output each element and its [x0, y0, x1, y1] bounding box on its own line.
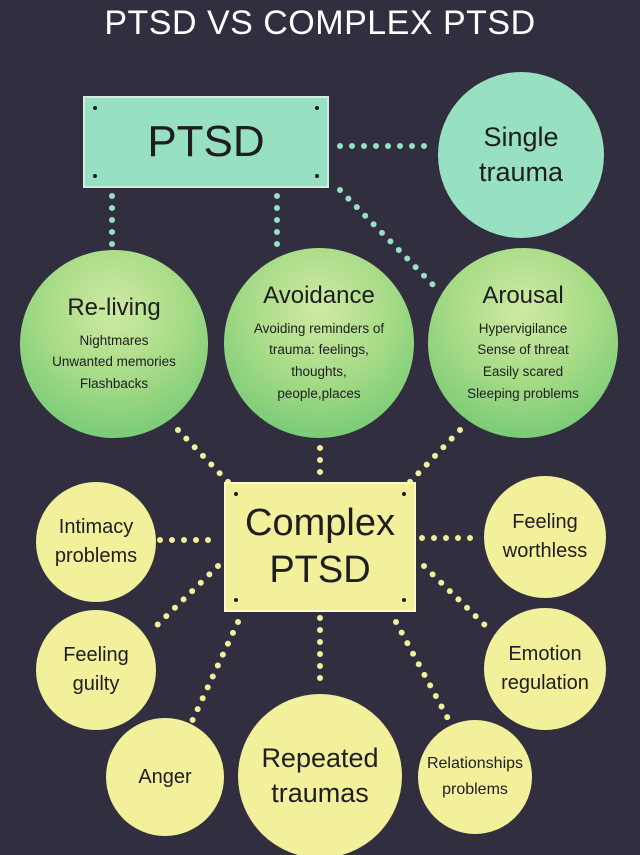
corner-dot	[93, 106, 97, 110]
worthless-line-2: worthless	[502, 540, 588, 562]
ptsd-label: PTSD	[147, 116, 265, 166]
avoidance-circle: Avoidance Avoiding reminders of trauma: …	[224, 248, 414, 438]
corner-dot	[93, 174, 97, 178]
feeling-worthless-circle: Feeling worthless	[484, 476, 606, 598]
corner-dot	[402, 492, 406, 496]
connector-complex-guilty	[147, 563, 221, 635]
connector-complex-emotion	[421, 563, 495, 635]
intimacy-problems-circle: Intimacy problems	[36, 482, 156, 602]
arousal-circle: Arousal Hypervigilance Sense of threat E…	[428, 248, 618, 438]
connector-arousal-complex	[405, 427, 463, 487]
connector-complex-relationships	[393, 619, 455, 729]
corner-dot	[234, 598, 238, 602]
reliving-detail-line: Nightmares	[79, 332, 149, 348]
relationships-problems-circle: Relationships problems	[418, 720, 532, 834]
repeated-line-1: Repeated	[261, 742, 379, 773]
avoidance-detail-line: thoughts,	[291, 364, 347, 379]
corner-dot	[315, 106, 319, 110]
relationships-line-2: problems	[442, 781, 508, 798]
single-trauma-line-2: trauma	[478, 157, 564, 187]
emotion-line-1: Emotion	[508, 643, 582, 665]
worthless-line-1: Feeling	[512, 511, 578, 533]
anger-label: Anger	[138, 765, 192, 788]
emotion-regulation-circle: Emotion regulation	[484, 608, 606, 730]
avoidance-detail-line: trauma: feelings,	[269, 342, 369, 358]
anger-circle: Anger	[106, 718, 224, 836]
complex-ptsd-line-1: Complex	[245, 501, 395, 544]
guilty-line-1: Feeling	[63, 644, 129, 666]
connector-complex-anger	[185, 619, 241, 733]
connector-ptsd-arousal	[337, 187, 443, 295]
corner-dot	[402, 598, 406, 602]
reliving-detail-line: Unwanted memories	[52, 354, 176, 370]
single-trauma-circle: Single trauma	[438, 72, 604, 238]
guilty-line-2: guilty	[72, 673, 120, 695]
arousal-detail-line: Sleeping problems	[467, 385, 579, 401]
arousal-detail-line: Hypervigilance	[478, 320, 568, 336]
complex-ptsd-box: Complex PTSD	[224, 482, 416, 612]
ptsd-box: PTSD	[83, 96, 329, 188]
repeated-line-2: traumas	[271, 778, 369, 808]
avoidance-detail-line: people,places	[277, 385, 361, 401]
intimacy-line-2: problems	[54, 545, 138, 567]
emotion-line-2: regulation	[501, 672, 589, 694]
corner-dot	[315, 174, 319, 178]
intimacy-line-1: Intimacy	[58, 516, 134, 538]
reliving-circle: Re-living Nightmares Unwanted memories F…	[20, 250, 208, 438]
relationships-line-1: Relationships	[426, 755, 524, 773]
avoidance-detail-line: Avoiding reminders of	[253, 320, 385, 336]
corner-dot	[234, 492, 238, 496]
avoidance-heading: Avoidance	[263, 281, 375, 309]
single-trauma-line-1: Single	[483, 121, 559, 152]
repeated-traumas-circle: Repeated traumas	[238, 694, 402, 855]
reliving-heading: Re-living	[67, 293, 161, 321]
complex-ptsd-line-2: PTSD	[269, 549, 371, 591]
connector-reliving-complex	[175, 427, 235, 489]
arousal-detail-line: Sense of threat	[477, 342, 569, 358]
arousal-detail-line: Easily scared	[482, 364, 564, 379]
page-title: PTSD VS COMPLEX PTSD	[104, 4, 536, 42]
reliving-detail-line: Flashbacks	[79, 375, 149, 391]
arousal-heading: Arousal	[482, 281, 564, 309]
feeling-guilty-circle: Feeling guilty	[36, 610, 156, 730]
